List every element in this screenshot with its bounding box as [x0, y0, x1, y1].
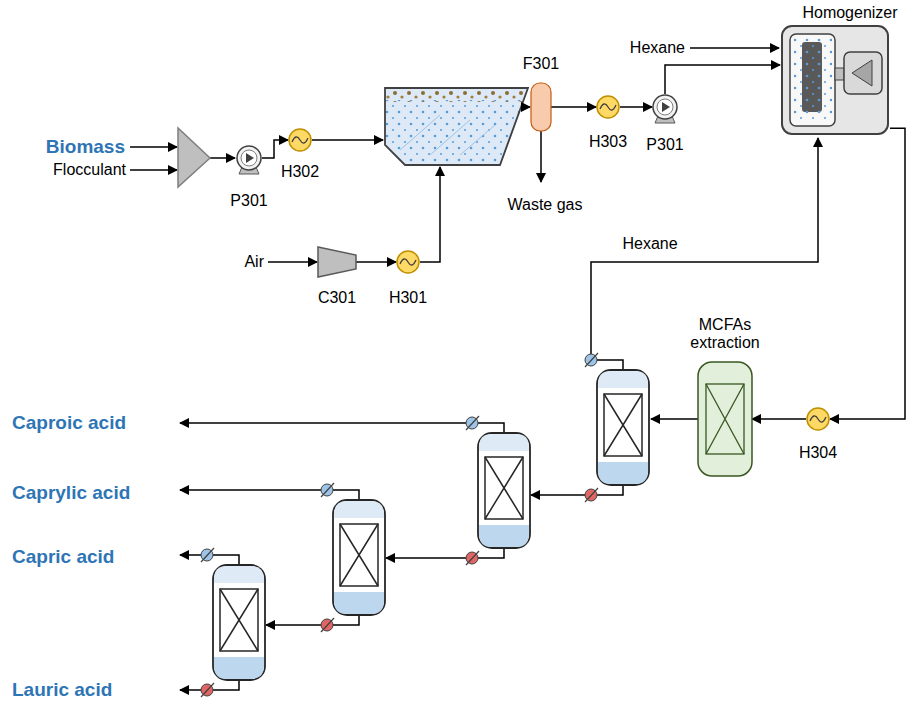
equipment-label: C301	[318, 289, 356, 307]
extraction-column: MCFAs extraction	[698, 362, 752, 476]
flash-vessel: F301	[531, 83, 551, 131]
product-stream-label: Lauric acid	[12, 679, 112, 701]
stream-connector	[551, 106, 596, 108]
homogenizer-unit-shape	[780, 24, 890, 136]
stream-label: Waste gas	[508, 196, 583, 214]
compressor-symbol: C301	[318, 247, 356, 277]
mixer-symbol	[178, 128, 210, 187]
equipment-label: P301	[230, 192, 267, 210]
heater-symbol-shape	[396, 250, 420, 274]
pump-symbol: P301	[236, 145, 262, 171]
stream-connector	[262, 140, 288, 158]
product-stream-label: Caprylic acid	[12, 482, 130, 504]
stream-label: Flocculant	[53, 161, 126, 179]
product-stream-label: Caproic acid	[12, 412, 126, 434]
equipment-label: F301	[523, 55, 559, 73]
equipment-label: H302	[281, 163, 319, 181]
pump-symbol-shape	[652, 94, 678, 120]
product-stream-label: Biomass	[46, 136, 125, 158]
equipment-label: P301	[646, 136, 683, 154]
process-lines	[180, 48, 818, 690]
stream-connector	[356, 261, 396, 263]
stream-connector	[665, 65, 780, 94]
compressor-symbol-shape	[318, 247, 356, 277]
pump-symbol: P301	[652, 94, 678, 120]
stream-connector	[830, 128, 905, 419]
equipment-label: H301	[389, 289, 427, 307]
equipment-label: Homogenizer	[802, 4, 897, 22]
heater-symbol: H301	[396, 250, 420, 274]
product-stream-label: Capric acid	[12, 546, 114, 568]
heater-symbol-shape	[288, 128, 312, 152]
stream-label: Hexane	[622, 235, 677, 253]
heater-symbol: H302	[288, 128, 312, 152]
stream-connector	[620, 106, 652, 108]
equipment-label: MCFAs extraction	[678, 316, 773, 353]
equipment-label: H304	[799, 444, 837, 462]
stream-connector	[752, 418, 806, 420]
heater-symbol-shape	[806, 407, 830, 431]
heater-symbol-shape	[596, 95, 620, 119]
heater-symbol: H304	[806, 407, 830, 431]
extraction-column-shape	[698, 362, 752, 476]
stream-label: Air	[244, 253, 264, 271]
heater-symbol: H303	[596, 95, 620, 119]
flash-vessel-shape	[531, 83, 551, 131]
homogenizer-unit: Homogenizer	[780, 24, 890, 136]
equipment-label: H303	[589, 133, 627, 151]
stream-label: Hexane	[630, 39, 685, 57]
distillation-columns	[201, 353, 649, 697]
pump-symbol-shape	[236, 145, 262, 171]
flotation-tank	[385, 88, 530, 166]
